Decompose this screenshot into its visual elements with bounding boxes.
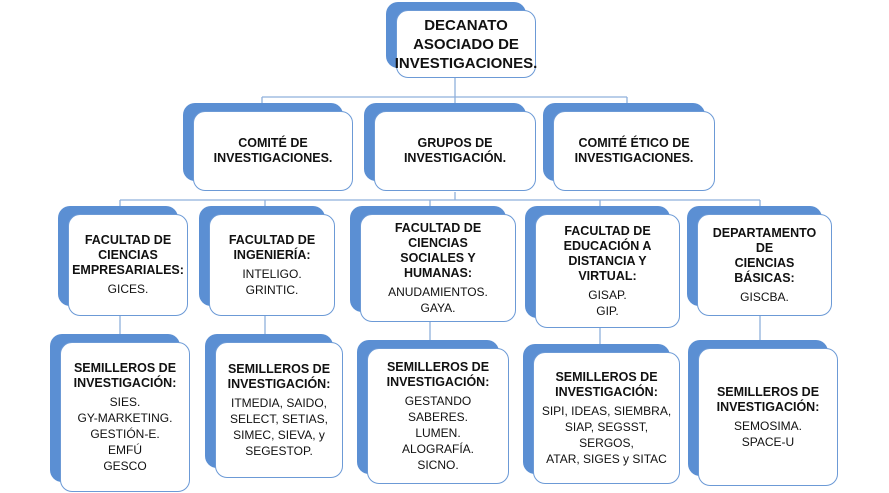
semillero-item: ITMEDIA, SAIDO, SELECT, SETIAS, SIMEC, S… — [229, 395, 329, 458]
semillero-item: GESTIÓN-E. — [90, 426, 160, 441]
semilleros-title: SEMILLEROS DE INVESTIGACIÓN: — [386, 359, 490, 389]
comite-investigaciones-title: COMITÉ DE INVESTIGACIONES. — [213, 136, 333, 165]
group-item: INTELIGO. — [242, 266, 302, 281]
semillero-item: ALOGRAFÍA. — [401, 441, 475, 456]
faculty-box: FACULTAD DE CIENCIAS SOCIALES Y HUMANAS:… — [350, 206, 516, 322]
root-title: DECANATO ASOCIADO DE INVESTIGACIONES. — [394, 16, 538, 72]
semilleros-title: SEMILLEROS DE INVESTIGACIÓN: — [73, 360, 177, 390]
faculty-box: DEPARTAMENTO DE CIENCIAS BÁSICAS: GISCBA… — [687, 206, 832, 316]
semilleros-box: SEMILLEROS DE INVESTIGACIÓN: GESTANDO SA… — [357, 340, 509, 484]
semillero-item: SIES. — [109, 394, 141, 409]
group-item: GRINTIC. — [245, 282, 299, 297]
semillero-item: GESTANDO SABERES. — [404, 393, 472, 424]
semillero-item: SEMOSIMA. — [733, 418, 802, 433]
semillero-item: SICNO. — [417, 457, 459, 472]
group-item: GISCBA. — [740, 289, 789, 304]
faculty-title: FACULTAD DE CIENCIAS SOCIALES Y HUMANAS: — [394, 220, 482, 280]
semillero-item: GESCO — [103, 458, 147, 473]
semillero-item: EMFÚ — [108, 442, 142, 457]
semilleros-box: SEMILLEROS DE INVESTIGACIÓN: ITMEDIA, SA… — [205, 334, 343, 478]
semilleros-title: SEMILLEROS DE INVESTIGACIÓN: — [716, 384, 820, 414]
semillero-item: GY-MARKETING. — [77, 410, 173, 425]
group-item: GICES. — [107, 282, 149, 296]
group-item: GISAP. — [588, 287, 627, 302]
semilleros-title: SEMILLEROS DE INVESTIGACIÓN: — [555, 369, 658, 399]
faculty-box: FACULTAD DE INGENIERÍA: INTELIGO.GRINTIC… — [199, 206, 335, 316]
grupos-investigacion-box: GRUPOS DE INVESTIGACIÓN. — [364, 103, 536, 191]
semilleros-box: SEMILLEROS DE INVESTIGACIÓN: SIES. GY-MA… — [50, 334, 190, 492]
faculty-title: FACULTAD DE EDUCACIÓN A DISTANCIA Y VIRT… — [563, 223, 652, 283]
semillero-item: SIPI, IDEAS, SIEMBRA, SIAP, SEGSST, SERG… — [541, 403, 672, 466]
semillero-item: LUMEN. — [415, 425, 461, 440]
group-item: GIP. — [596, 303, 619, 318]
comite-investigaciones-box: COMITÉ DE INVESTIGACIONES. — [183, 103, 353, 191]
faculty-box: FACULTAD DE CIENCIAS EMPRESARIALES: GICE… — [58, 206, 188, 316]
comite-etico-box: COMITÉ ÉTICO DE INVESTIGACIONES. — [543, 103, 715, 191]
root-box: DECANATO ASOCIADO DE INVESTIGACIONES. — [386, 2, 538, 78]
grupos-investigacion-title: GRUPOS DE INVESTIGACIÓN. — [403, 136, 507, 165]
comite-etico-title: COMITÉ ÉTICO DE INVESTIGACIONES. — [574, 136, 694, 165]
semilleros-box: SEMILLEROS DE INVESTIGACIÓN: SIPI, IDEAS… — [523, 344, 680, 484]
semilleros-title: SEMILLEROS DE INVESTIGACIÓN: — [227, 361, 331, 391]
faculty-box: FACULTAD DE EDUCACIÓN A DISTANCIA Y VIRT… — [525, 206, 680, 328]
semilleros-box: SEMILLEROS DE INVESTIGACIÓN: SEMOSIMA. S… — [688, 340, 838, 486]
semillero-item: SPACE-U — [741, 434, 795, 449]
faculty-title: FACULTAD DE INGENIERÍA: — [228, 232, 316, 262]
faculty-title: FACULTAD DE CIENCIAS EMPRESARIALES: — [72, 233, 184, 277]
faculty-title: DEPARTAMENTO DE CIENCIAS BÁSICAS: — [712, 225, 817, 285]
group-item: ANUDAMIENTOS. — [388, 284, 488, 299]
group-item: GAYA. — [420, 300, 456, 315]
